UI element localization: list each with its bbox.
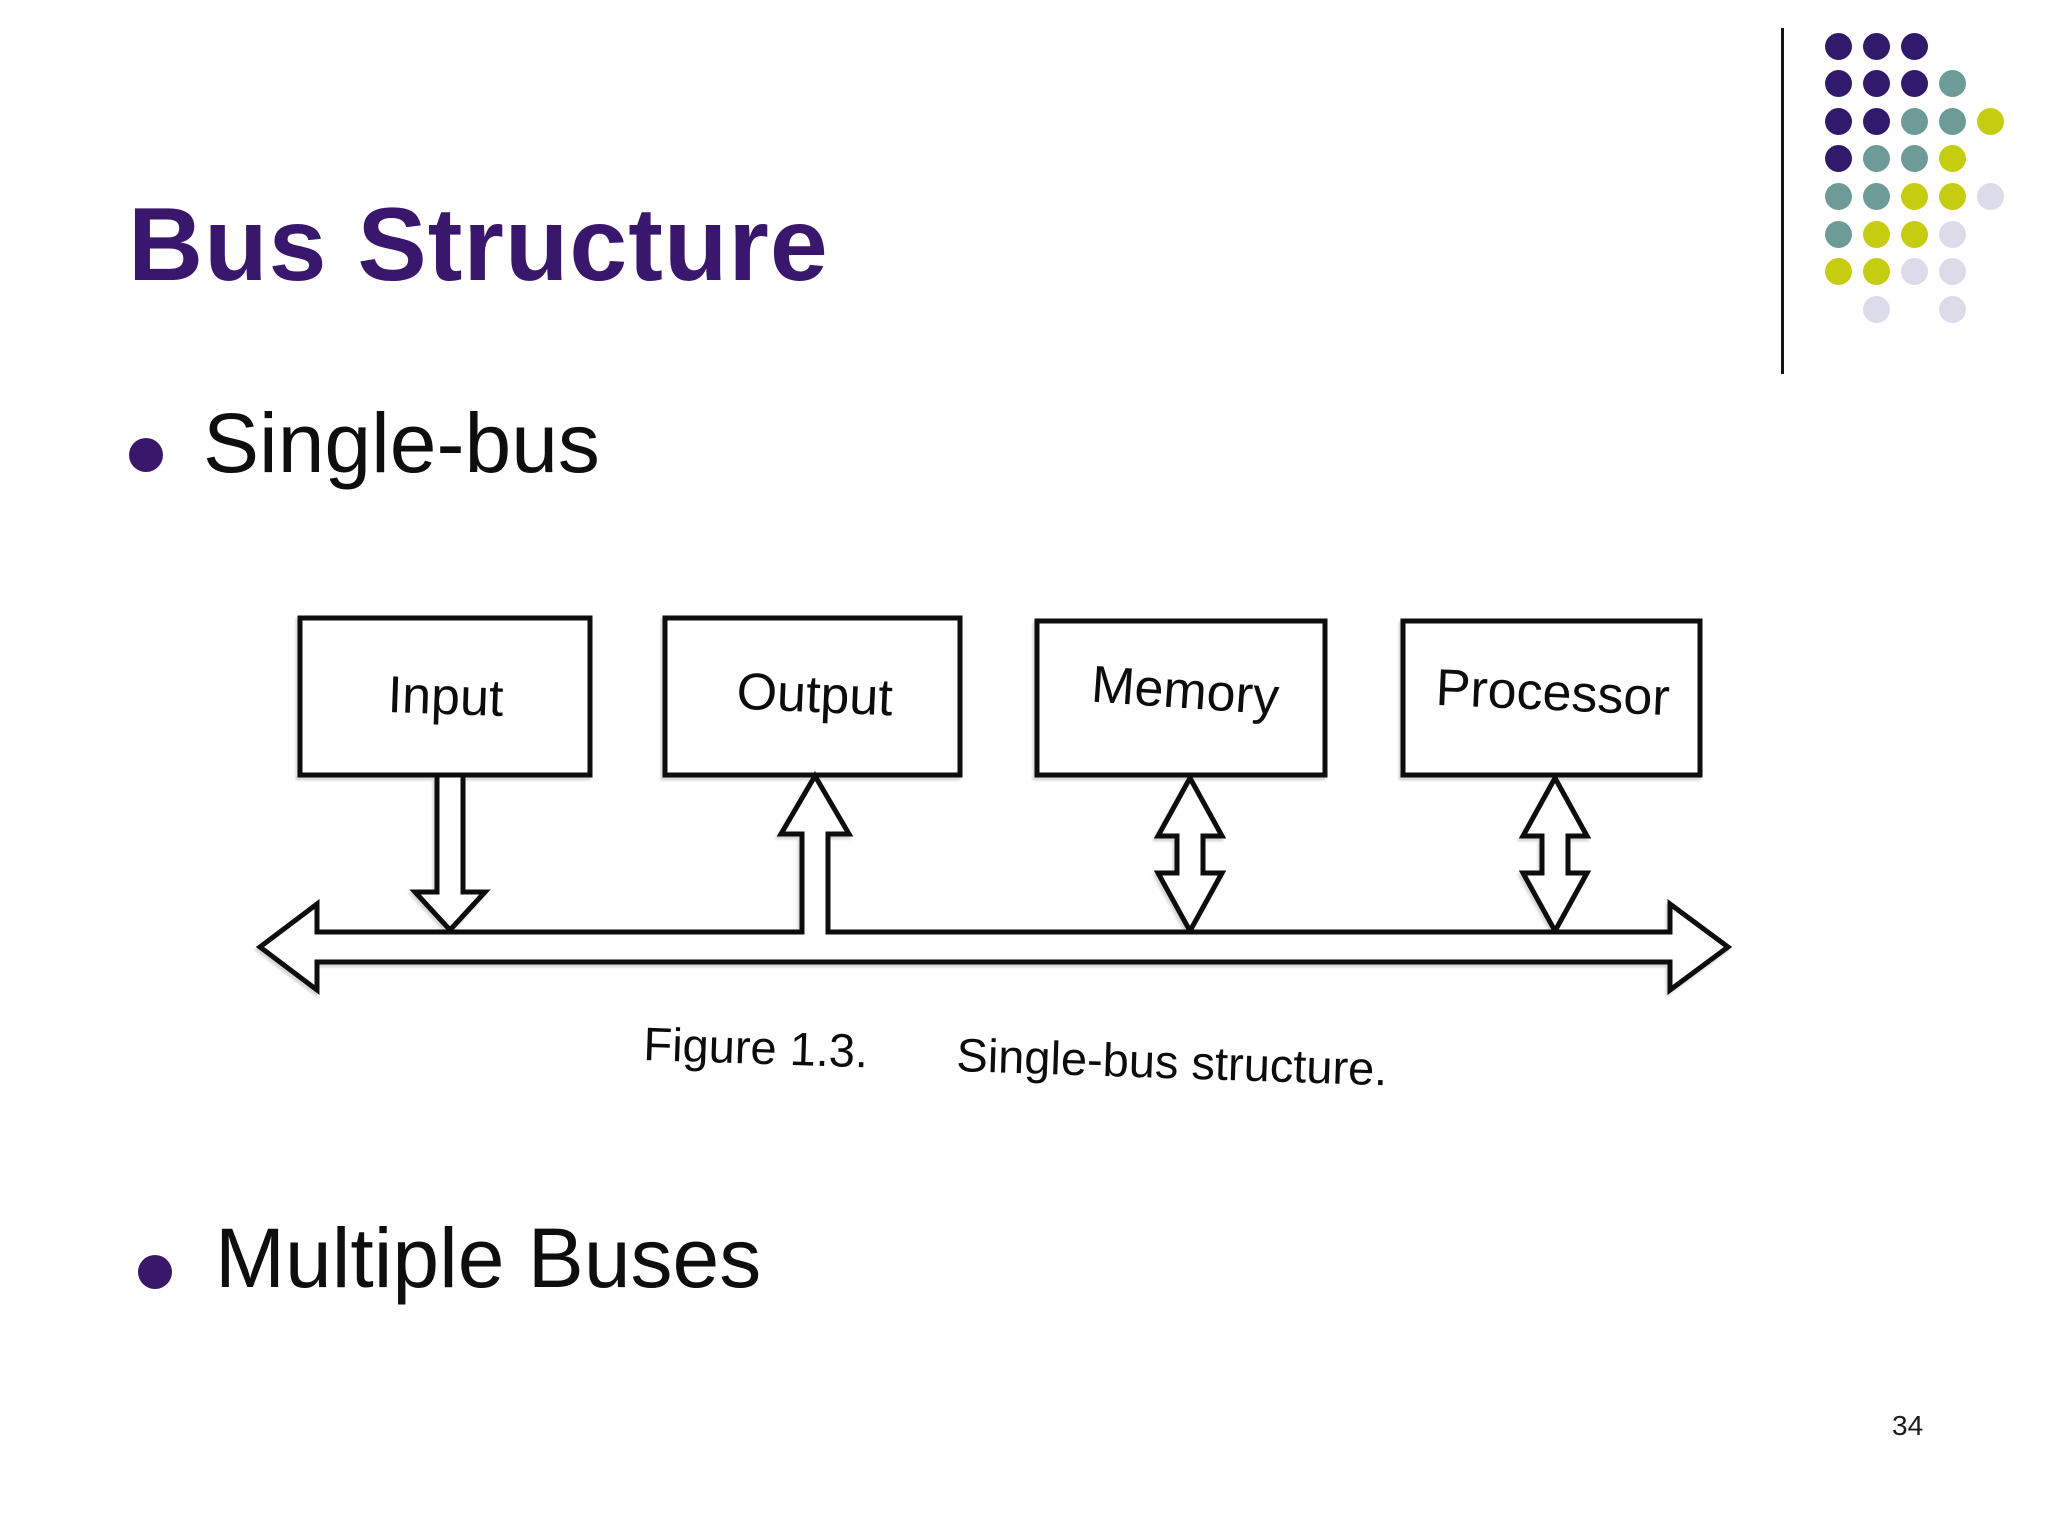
figure-caption-text: Single-bus structure. [956, 1028, 1389, 1095]
decor-dot [1862, 258, 1890, 286]
decor-dot [1862, 182, 1890, 210]
bullet-icon [138, 1255, 172, 1289]
decor-dot [1900, 258, 1928, 286]
box-input-label: Input [387, 666, 505, 728]
decor-dot [1900, 182, 1928, 210]
processor-bus-arrow [1518, 772, 1592, 937]
box-processor-label: Processor [1435, 659, 1671, 727]
decor-dot [1900, 220, 1928, 248]
box-output [662, 615, 963, 778]
decor-dot [1824, 145, 1852, 173]
box-processor [1400, 618, 1703, 778]
box-memory-label: Memory [1089, 656, 1280, 727]
box-output-label: Output [735, 663, 894, 728]
bullet-icon [129, 438, 163, 472]
decor-dot [1862, 107, 1890, 135]
decor-dot [1939, 182, 1967, 210]
decor-dot [1939, 107, 1967, 135]
decor-dot [1824, 107, 1852, 135]
decor-dot [1862, 295, 1890, 323]
decor-dot [1939, 145, 1967, 173]
figure-caption: Figure 1.3. Single-bus structure. [643, 1017, 1389, 1095]
box-memory [1034, 618, 1328, 778]
corner-decoration [1770, 20, 2032, 392]
bullet-single-bus: Single-bus [203, 396, 600, 490]
diagram-shapes [255, 615, 1733, 996]
memory-bus-arrow [1153, 772, 1227, 937]
box-input [297, 615, 593, 778]
decor-dot [1862, 32, 1890, 60]
decor-dot [1824, 70, 1852, 98]
output-from-bus-arrow [776, 771, 854, 935]
bullet-multiple-buses: Multiple Buses [215, 1211, 762, 1305]
single-bus-diagram: Input Output Memory Processor Figure 1.3… [255, 615, 1733, 1095]
decor-dot [1977, 182, 2005, 210]
diagram-labels: Input Output Memory Processor [387, 656, 1671, 728]
decor-dot [1939, 220, 1967, 248]
figure-caption-label: Figure 1.3. [643, 1017, 869, 1077]
decor-dot [1824, 220, 1852, 248]
page-number: 34 [1892, 1410, 1924, 1441]
decor-dot [1900, 145, 1928, 173]
decor-dot [1977, 107, 2005, 135]
decor-dot [1824, 182, 1852, 210]
decor-dot [1939, 295, 1967, 323]
decor-dot [1900, 107, 1928, 135]
decor-dot [1862, 220, 1890, 248]
decor-dot [1939, 258, 1967, 286]
decor-dot [1939, 70, 1967, 98]
decor-dot [1824, 32, 1852, 60]
dot-grid [1770, 20, 2032, 392]
page-title: Bus Structure [128, 187, 829, 303]
decor-dot [1862, 145, 1890, 173]
decor-dot [1862, 70, 1890, 98]
decor-dot [1824, 258, 1852, 286]
decor-dot [1900, 32, 1928, 60]
decor-dot [1900, 70, 1928, 98]
decor-vertical-line [1781, 28, 1784, 374]
input-to-bus-arrow [409, 770, 491, 934]
bus-arrow [255, 898, 1733, 996]
